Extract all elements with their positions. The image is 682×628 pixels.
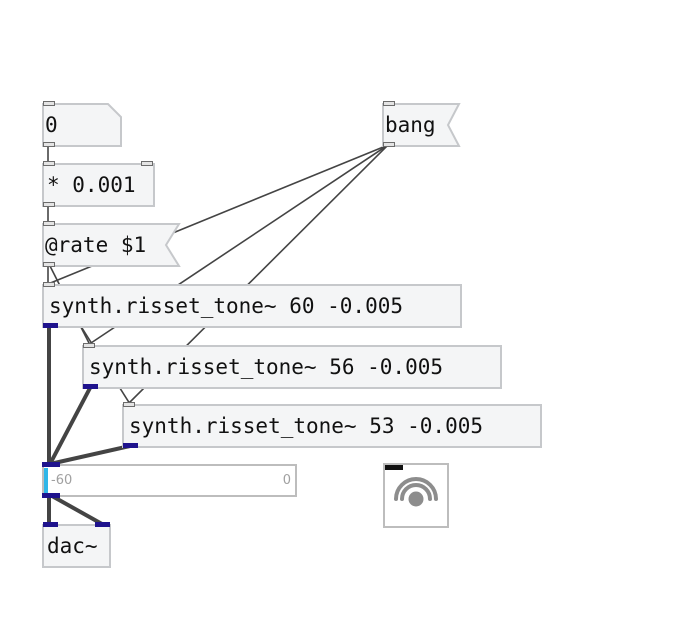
risset-tone-60-inlet[interactable] <box>43 282 55 287</box>
rate-message-inlet[interactable] <box>43 221 55 226</box>
gain-slider-inlet[interactable] <box>42 462 60 467</box>
multiply-object-label: * 0.001 <box>47 172 136 197</box>
risset-tone-56-inlet[interactable] <box>83 343 95 348</box>
bang-message-outline <box>382 103 461 147</box>
risset-tone-53-label: synth.risset_tone~ 53 -0.005 <box>129 413 484 438</box>
risset-tone-53-object[interactable]: synth.risset_tone~ 53 -0.005 <box>122 404 542 448</box>
risset-tone-53-inlet[interactable] <box>123 402 135 407</box>
gain-slider-max-label: 0 <box>282 473 291 488</box>
bang-message-inlet[interactable] <box>383 101 395 106</box>
rate-message[interactable]: @rate $1 <box>42 223 182 267</box>
gain-slider-min-label: -60 <box>51 473 73 488</box>
rate-message-outlet[interactable] <box>43 262 55 267</box>
bang-message[interactable]: bang <box>382 103 462 147</box>
gain-slider-outlet[interactable] <box>42 493 60 498</box>
risset-tone-53-outlet[interactable] <box>123 443 138 448</box>
risset-tone-60-outlet[interactable] <box>43 323 58 328</box>
multiply-outlet[interactable] <box>43 202 55 207</box>
multiply-object[interactable]: * 0.001 <box>42 163 155 207</box>
rate-message-outline <box>42 223 181 267</box>
signal-slider-to-dac-right <box>51 494 103 526</box>
number-box[interactable]: 0 <box>42 103 122 147</box>
dac-right-inlet[interactable] <box>95 522 110 527</box>
signal-synth2-to-slider <box>48 387 92 465</box>
multiply-left-inlet[interactable] <box>43 161 55 166</box>
risset-tone-56-object[interactable]: synth.risset_tone~ 56 -0.005 <box>82 345 502 389</box>
gain-slider-knob[interactable] <box>44 468 48 496</box>
dac-left-inlet[interactable] <box>43 522 58 527</box>
audio-toggle[interactable] <box>383 463 449 528</box>
risset-tone-56-outlet[interactable] <box>83 384 98 389</box>
risset-tone-60-object[interactable]: synth.risset_tone~ 60 -0.005 <box>42 284 462 328</box>
number-box-inlet[interactable] <box>43 101 55 106</box>
number-box-outline <box>42 103 122 147</box>
multiply-right-inlet[interactable] <box>141 161 153 166</box>
speaker-waves-icon <box>394 477 438 507</box>
audio-toggle-inlet[interactable] <box>385 465 403 470</box>
bang-message-outlet[interactable] <box>383 142 395 147</box>
number-box-outlet[interactable] <box>43 142 55 147</box>
risset-tone-56-label: synth.risset_tone~ 56 -0.005 <box>89 354 444 379</box>
risset-tone-60-label: synth.risset_tone~ 60 -0.005 <box>49 293 404 318</box>
dac-object[interactable]: dac~ <box>42 524 111 568</box>
dac-object-label: dac~ <box>47 533 98 558</box>
signal-synth3-to-slider <box>49 444 131 466</box>
gain-slider[interactable]: -60 0 <box>42 464 297 497</box>
